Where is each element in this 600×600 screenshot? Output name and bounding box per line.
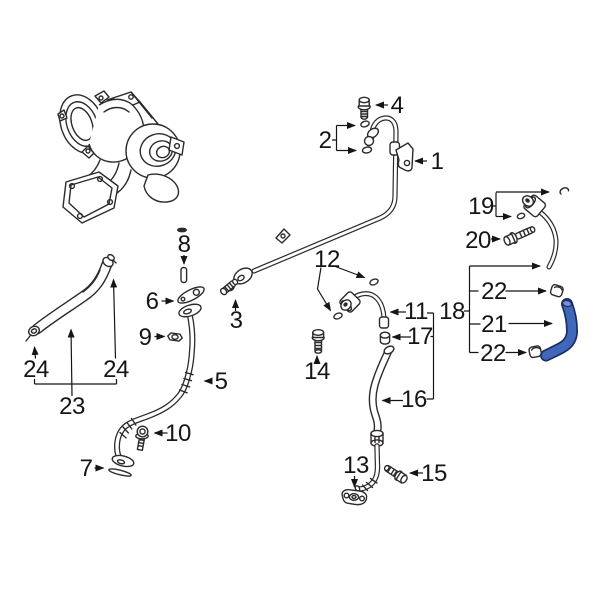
leader-lines-and-brackets [31,101,553,488]
part-12-orings[interactable] [333,278,379,320]
callout-18[interactable]: 18 [439,298,465,325]
part-13-flange[interactable] [341,488,368,506]
callout-3[interactable]: 3 [230,307,244,334]
callout-8[interactable]: 8 [178,231,192,258]
callout-5[interactable]: 5 [215,368,229,395]
callout-13[interactable]: 13 [343,452,369,479]
callout-15[interactable]: 15 [421,460,447,487]
part-6-gasket[interactable] [176,284,207,306]
part-15-bolt[interactable] [382,463,408,485]
part-5-oil-return-pipe[interactable] [111,302,202,469]
part-16-hose[interactable] [354,345,396,492]
part-4-bolt[interactable] [357,96,371,120]
part-22-clamp-lower[interactable] [528,345,543,359]
callout-23[interactable]: 23 [59,393,85,420]
part-7-gasket[interactable] [108,467,132,477]
callout-24-left[interactable]: 24 [23,356,49,383]
part-19-pipe-assembly[interactable] [516,187,570,270]
part-17-clamp[interactable] [379,331,391,345]
callout-2[interactable]: 2 [319,127,333,154]
callout-24-right[interactable]: 24 [103,356,129,383]
callout-14[interactable]: 14 [304,358,330,385]
callout-12[interactable]: 12 [314,246,340,273]
callout-10[interactable]: 10 [165,420,191,447]
part-14-bolt[interactable] [311,329,325,354]
part-3-fitting[interactable] [219,278,239,296]
part-9-nut[interactable] [167,332,183,342]
callout-7[interactable]: 7 [80,455,94,482]
part-2-orings[interactable] [360,120,373,154]
callout-6[interactable]: 6 [146,288,160,315]
part-22-clamp-upper[interactable] [549,283,564,298]
callout-22-top[interactable]: 22 [481,278,507,305]
part-11-coolant-pipe[interactable] [339,291,390,329]
callout-labels: 1 2 3 4 5 6 7 8 9 10 11 12 13 14 15 16 1… [23,92,507,487]
part-8-pin[interactable] [180,266,188,284]
turbocharger-illustration [57,90,187,233]
callout-17[interactable]: 17 [407,323,433,350]
part-20-bolt[interactable] [502,224,536,247]
callout-4[interactable]: 4 [391,92,405,119]
callout-22-bottom[interactable]: 22 [480,340,506,367]
callout-9[interactable]: 9 [139,324,153,351]
part-10-bolt[interactable] [135,425,149,452]
part-21-hose-highlighted[interactable] [540,298,579,362]
callout-16[interactable]: 16 [401,386,427,413]
part-24-clamp-lower[interactable] [25,325,41,342]
callout-11[interactable]: 11 [404,298,429,325]
callout-21[interactable]: 21 [481,311,507,338]
callout-20[interactable]: 20 [465,227,491,254]
callout-1[interactable]: 1 [431,148,445,175]
callout-19[interactable]: 19 [468,193,494,220]
part-23-hose[interactable] [31,256,115,335]
part-24-clamp-upper[interactable] [107,253,117,264]
